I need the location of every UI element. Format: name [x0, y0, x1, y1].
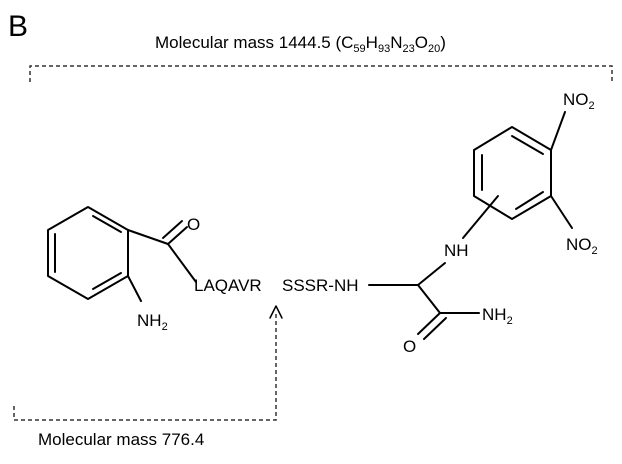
amide-oxygen-label: O — [403, 337, 416, 356]
cleavage-arrow-head — [269, 305, 283, 319]
carbonyl-oxygen-label: O — [187, 215, 200, 234]
anilino-nh-label: NH — [444, 241, 469, 260]
amide-backbone — [368, 262, 480, 340]
top-molecular-mass-label: Molecular mass 1444.5 (C59H93N23O20) — [155, 33, 446, 55]
aminobenzoyl-amine-label: NH2 — [137, 311, 168, 333]
peptide-sequence-right: SSSR-NH — [282, 276, 359, 295]
anilino-bond — [462, 195, 499, 239]
peptide-sequence-left: LAQAVR — [194, 276, 262, 295]
bottom-molecular-mass-label: Molecular mass 776.4 — [38, 430, 204, 449]
amine-bond — [127, 275, 142, 302]
nitro-top-label: NO2 — [563, 90, 595, 112]
nitro-top-bond — [550, 111, 566, 151]
amide-amine-label: NH2 — [482, 305, 513, 327]
aminobenzoyl-ring — [47, 206, 129, 300]
bottom-mass-bracket — [13, 312, 277, 421]
dinitrophenyl-ring — [473, 126, 552, 220]
panel-label: B — [8, 10, 28, 43]
nitro-side-label: NO2 — [566, 235, 598, 257]
nitro-side-bond — [550, 195, 573, 229]
aminobenzoyl-carbonyl — [127, 220, 197, 283]
top-mass-bracket — [29, 65, 613, 82]
